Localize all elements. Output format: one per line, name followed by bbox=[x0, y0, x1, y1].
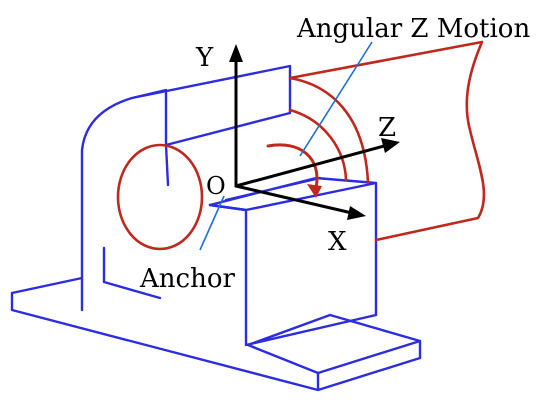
x-axis-label: X bbox=[328, 227, 347, 257]
x-axis-arrowhead bbox=[347, 206, 366, 220]
base-plate bbox=[10, 276, 422, 392]
front-block bbox=[208, 176, 378, 347]
leader-lines bbox=[199, 41, 373, 251]
z-axis-label: Z bbox=[378, 113, 396, 143]
rotation-arrow bbox=[266, 143, 319, 190]
anchor-label: Anchor bbox=[139, 264, 235, 294]
z-axis-line bbox=[234, 144, 386, 188]
pillow-inner-lines bbox=[102, 246, 162, 300]
x-axis-line bbox=[234, 184, 354, 215]
angular-motion-label: Angular Z Motion bbox=[296, 14, 530, 44]
fixed-part-outline bbox=[10, 64, 422, 392]
rotation-arrowhead bbox=[307, 184, 322, 198]
angular-motion-leader bbox=[299, 41, 373, 157]
z-axis-arrowhead bbox=[381, 138, 400, 153]
anchor-circle bbox=[116, 143, 204, 251]
moving-part-outline bbox=[116, 40, 486, 251]
anchor-leader bbox=[199, 195, 225, 251]
y-axis-label: Y bbox=[195, 43, 214, 73]
moving-arm bbox=[288, 40, 486, 242]
origin-label: O bbox=[206, 172, 226, 200]
pillow-block bbox=[80, 64, 292, 312]
y-axis-arrowhead bbox=[229, 44, 243, 62]
axes bbox=[234, 58, 386, 215]
moving-arm-inner-arc bbox=[288, 108, 348, 182]
